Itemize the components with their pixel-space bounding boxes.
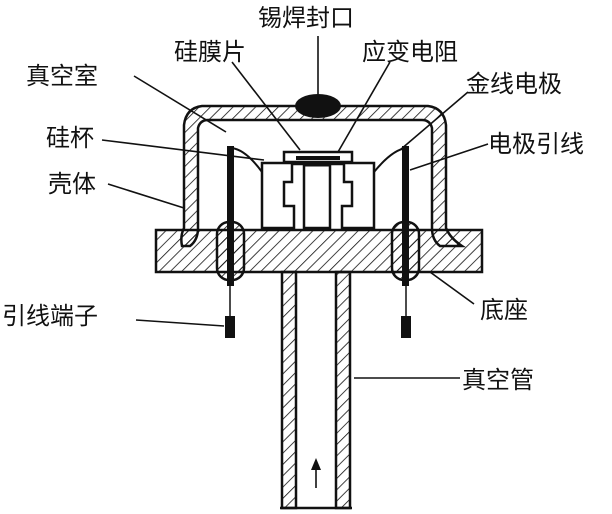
arrow-up-icon [311, 458, 321, 488]
label-gold-wire-electrode: 金线电极 [466, 70, 562, 98]
electrode-lead-left [227, 146, 234, 286]
label-housing: 壳体 [48, 170, 96, 198]
label-electrode-lead: 电极引线 [488, 130, 584, 158]
electrode-lead-right [402, 146, 409, 286]
silicon-cup [260, 161, 376, 230]
gold-wire-left [231, 147, 263, 173]
label-lead-terminal: 引线端子 [2, 302, 98, 330]
cup-center-post [302, 163, 332, 230]
base-plate [154, 228, 484, 274]
label-silicon-film: 硅膜片 [174, 38, 246, 66]
label-strain-resistor: 应变电阻 [362, 38, 458, 66]
label-solder-seal: 锡焊封口 [258, 4, 354, 32]
lead-terminal-left [225, 316, 235, 338]
silicon-film [296, 156, 340, 160]
lead-terminal-right [401, 316, 411, 338]
label-vacuum-chamber: 真空室 [26, 62, 98, 90]
label-silicon-cup: 硅杯 [46, 124, 94, 152]
label-base: 底座 [480, 296, 528, 324]
solder-seal-blob [295, 94, 341, 118]
label-vacuum-tube: 真空管 [462, 366, 534, 394]
vacuum-tube-wall-right [334, 270, 352, 510]
gold-wire-right [373, 147, 407, 173]
leader-lines [101, 36, 489, 379]
vacuum-tube-wall-left [280, 270, 298, 510]
